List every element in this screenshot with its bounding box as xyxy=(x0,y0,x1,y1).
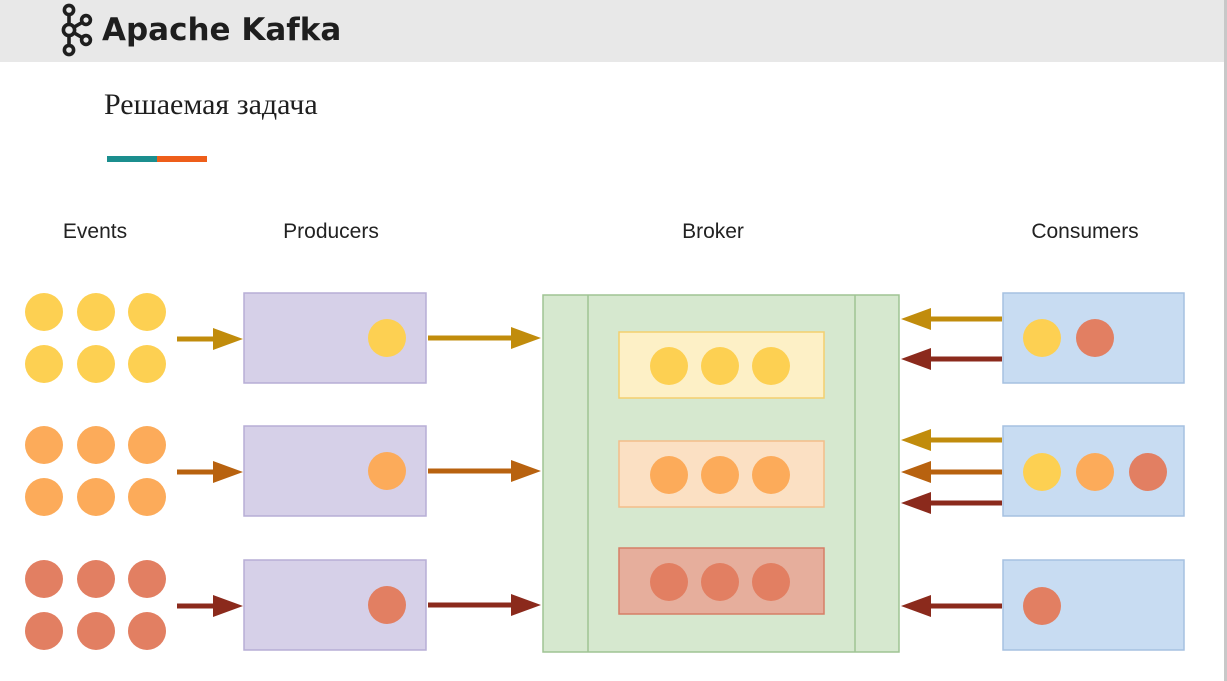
consumer-event-dot xyxy=(1076,453,1114,491)
arrow-head xyxy=(511,594,541,616)
event-to-producer-arrow xyxy=(177,595,243,617)
event-dot xyxy=(25,293,63,331)
broker-label: Broker xyxy=(682,220,744,243)
brand-name: Apache Kafka xyxy=(102,12,342,48)
consumer-event-dot xyxy=(1129,453,1167,491)
event-dot xyxy=(77,560,115,598)
event-dot xyxy=(77,293,115,331)
event-dot xyxy=(25,345,63,383)
event-to-producer-arrow xyxy=(177,461,243,483)
event-dot xyxy=(128,612,166,650)
kafka-logo-icon xyxy=(61,3,93,57)
producer-to-broker-arrow xyxy=(428,327,541,349)
event-to-producer-arrow xyxy=(177,328,243,350)
arrow-head xyxy=(901,595,931,617)
event-dot xyxy=(25,426,63,464)
topic-event-dot xyxy=(752,563,790,601)
consumer-from-broker-arrow xyxy=(901,492,1002,514)
slide-title: Решаемая задача xyxy=(104,88,318,121)
event-dot xyxy=(128,426,166,464)
topic-event-dot xyxy=(650,456,688,494)
producer-event-dot xyxy=(368,452,406,490)
window-edge xyxy=(1224,0,1227,681)
event-dot xyxy=(128,345,166,383)
event-dot xyxy=(77,345,115,383)
consumer-from-broker-arrow xyxy=(901,429,1002,451)
producer-event-dot xyxy=(368,586,406,624)
arrow-head xyxy=(901,348,931,370)
event-dot xyxy=(77,478,115,516)
event-dot xyxy=(77,612,115,650)
producer-to-broker-arrow xyxy=(428,594,541,616)
consumer-event-dot xyxy=(1023,453,1061,491)
event-dot xyxy=(25,560,63,598)
consumer-from-broker-arrow xyxy=(901,461,1002,483)
event-dot xyxy=(25,478,63,516)
consumer-event-dot xyxy=(1076,319,1114,357)
event-dot xyxy=(25,612,63,650)
producers-label: Producers xyxy=(283,220,379,243)
consumer-from-broker-arrow xyxy=(901,595,1002,617)
consumers-label: Consumers xyxy=(1031,220,1139,243)
topic-event-dot xyxy=(701,563,739,601)
topic-event-dot xyxy=(701,347,739,385)
event-dot xyxy=(128,560,166,598)
event-dot xyxy=(128,293,166,331)
consumer-event-dot xyxy=(1023,319,1061,357)
arrow-head xyxy=(901,461,931,483)
arrow-head xyxy=(901,492,931,514)
producer-event-dot xyxy=(368,319,406,357)
arrow-head xyxy=(511,327,541,349)
arrow-head xyxy=(213,595,243,617)
arrow-head xyxy=(511,460,541,482)
arrow-head xyxy=(901,429,931,451)
producer-to-broker-arrow xyxy=(428,460,541,482)
consumer-from-broker-arrow xyxy=(901,348,1002,370)
header-bar: Apache Kafka xyxy=(0,0,1227,62)
brand: Apache Kafka xyxy=(58,2,341,58)
topic-event-dot xyxy=(752,347,790,385)
topic-event-dot xyxy=(752,456,790,494)
event-dot xyxy=(77,426,115,464)
events-label: Events xyxy=(62,220,128,243)
consumer-from-broker-arrow xyxy=(901,308,1002,330)
arrow-head xyxy=(901,308,931,330)
topic-event-dot xyxy=(650,347,688,385)
topic-event-dot xyxy=(701,456,739,494)
consumer-event-dot xyxy=(1023,587,1061,625)
title-accent-orange xyxy=(157,156,207,162)
arrow-head xyxy=(213,461,243,483)
title-accent-teal xyxy=(107,156,157,162)
topic-event-dot xyxy=(650,563,688,601)
event-dot xyxy=(128,478,166,516)
arrow-head xyxy=(213,328,243,350)
